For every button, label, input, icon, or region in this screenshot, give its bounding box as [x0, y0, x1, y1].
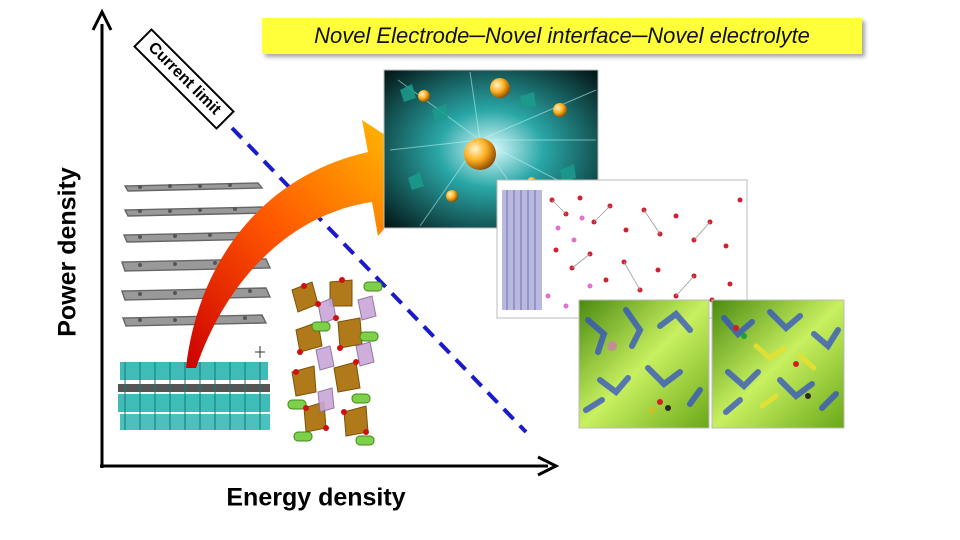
teal-layered-material-image: [118, 346, 270, 430]
y-axis-label: Power density: [53, 167, 82, 337]
axes: [91, 8, 560, 477]
y-axis-arrowhead: [91, 8, 113, 31]
x-axis-label: Energy density: [226, 483, 406, 512]
interface-simulation-image: [496, 179, 748, 319]
electrolyte-simulation-image: [578, 299, 845, 429]
progress-arrow: [186, 120, 436, 368]
olivine-crystal-structure-image: [287, 277, 383, 446]
current-limit-line: [230, 126, 528, 434]
x-axis-arrowhead: [537, 455, 560, 477]
title-banner: Novel Electrode─Novel interface─Novel el…: [262, 18, 862, 54]
